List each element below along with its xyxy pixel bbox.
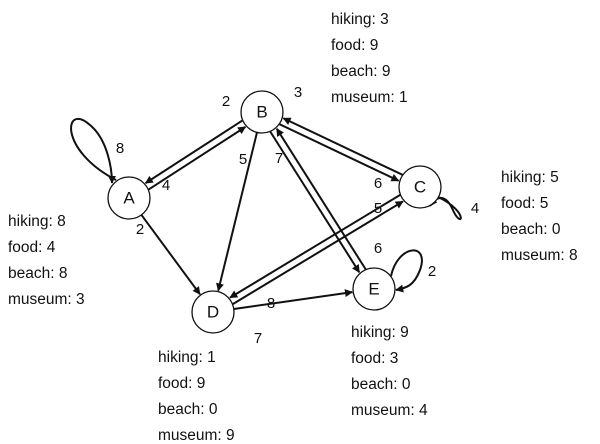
edge-e-to-b <box>275 128 367 270</box>
edge-weight-c-to-c: 4 <box>471 200 479 217</box>
edge-weight-d-to-c: 8 <box>267 295 275 312</box>
edge-weight-e-to-b: 6 <box>374 240 382 257</box>
edge-weight-b-to-e: 7 <box>275 150 283 167</box>
edge-b-to-d <box>216 132 258 292</box>
node-a: A <box>107 176 151 220</box>
attribute-food: food: 3 <box>351 350 398 367</box>
edge-weight-e-to-e: 2 <box>428 263 436 280</box>
attribute-food: food: 5 <box>501 195 548 212</box>
attribute-beach: beach: 0 <box>351 376 411 393</box>
edge-e-to-e <box>390 249 423 293</box>
attribute-hiking: hiking: 9 <box>351 324 409 341</box>
edge-d-to-e <box>233 289 354 311</box>
attribute-museum: museum: 1 <box>331 89 408 106</box>
attribute-beach: beach: 0 <box>158 401 218 418</box>
attributes-b: hiking: 3 food: 9 beach: 9 museum: 1 <box>331 11 408 106</box>
node-circle <box>398 165 442 209</box>
edge-weight-b-to-d: 5 <box>239 151 247 168</box>
attribute-hiking: hiking: 1 <box>158 349 216 366</box>
edge-weight-a-to-d: 2 <box>136 221 144 238</box>
attribute-museum: museum: 3 <box>8 291 85 308</box>
edge-weights: 8 4 2 2 3 6 5 7 6 4 5 8 7 2 <box>116 84 479 347</box>
attribute-beach: beach: 9 <box>331 63 390 80</box>
edge-b-to-a <box>144 119 244 184</box>
attribute-food: food: 4 <box>8 239 56 256</box>
node-b: B <box>240 90 284 134</box>
node-label: B <box>256 102 267 121</box>
node-d: D <box>191 290 235 334</box>
edge-weight-c-to-b: 6 <box>374 175 382 192</box>
attribute-museum: museum: 8 <box>501 247 578 264</box>
edge-weight-b-to-c: 3 <box>294 84 302 101</box>
attribute-food: food: 9 <box>331 37 378 54</box>
attributes-e: hiking: 9 food: 3 beach: 0 museum: 4 <box>351 324 428 419</box>
edge-c-to-d <box>229 194 401 299</box>
node-circle <box>107 176 151 220</box>
attributes-d: hiking: 1 food: 9 beach: 0 museum: 9 <box>158 349 235 444</box>
edge-b-to-e <box>269 131 361 273</box>
attribute-hiking: hiking: 8 <box>8 213 66 230</box>
edge-weight-a-to-b: 4 <box>162 177 170 194</box>
edges <box>70 117 462 311</box>
attribute-hiking: hiking: 3 <box>331 11 389 28</box>
node-e: E <box>352 267 396 311</box>
edge-a-to-b <box>147 126 247 191</box>
attribute-museum: museum: 4 <box>351 402 428 419</box>
edge-weight-a-to-a: 8 <box>116 140 124 157</box>
attributes-a: hiking: 8 food: 4 beach: 8 museum: 3 <box>8 213 85 308</box>
nodes: A B C D E <box>107 90 442 334</box>
node-circle <box>191 290 235 334</box>
node-circle <box>240 90 284 134</box>
edge-d-to-c <box>232 200 404 305</box>
attributes-c: hiking: 5 food: 5 beach: 0 museum: 8 <box>501 169 578 264</box>
node-label: D <box>207 302 219 321</box>
attribute-museum: museum: 9 <box>158 427 235 444</box>
edge-weight-d-to-e: 7 <box>254 330 262 347</box>
edge-a-to-d <box>140 214 201 295</box>
edge-b-to-c <box>279 123 400 182</box>
node-label: E <box>368 279 379 298</box>
attribute-hiking: hiking: 5 <box>501 169 559 186</box>
node-circle <box>352 267 396 311</box>
attribute-food: food: 9 <box>158 375 205 392</box>
node-label: A <box>123 188 135 207</box>
node-label: C <box>414 177 426 196</box>
attribute-beach: beach: 0 <box>501 221 561 238</box>
edge-weight-b-to-a: 2 <box>222 93 230 110</box>
node-c: C <box>398 165 442 209</box>
edge-a-to-a <box>70 118 117 184</box>
attribute-beach: beach: 8 <box>8 265 67 282</box>
edge-weight-c-to-d: 5 <box>374 200 382 217</box>
edge-c-to-b <box>282 117 403 176</box>
